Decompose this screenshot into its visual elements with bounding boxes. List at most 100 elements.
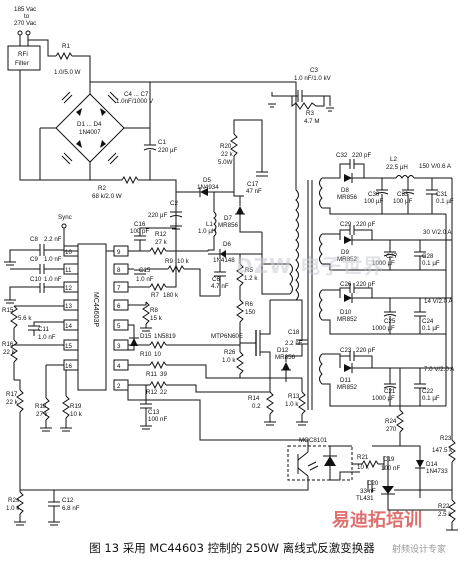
d11-ref: D11 [340, 377, 351, 384]
r3-value: 4.7 M [304, 118, 319, 125]
capacitor-c13: C13 100 nF [140, 403, 167, 423]
r5-value: 1.2 k [244, 275, 258, 282]
c31-ref: C31 [436, 191, 448, 198]
input-label-1: 185 Vac [14, 6, 36, 13]
pin-label: 15 [65, 343, 72, 350]
q1-label: MTP6N60E [211, 333, 243, 340]
d7-ref: D7 [224, 215, 232, 222]
d1-ref: D1 ... D4 [77, 121, 102, 128]
c10-ref: C10 [30, 276, 42, 283]
r5-ref: R5 [245, 267, 253, 274]
r2-value: 68 k/2.0 W [92, 193, 122, 200]
c8-ref: C8 [30, 236, 38, 243]
capacitor-c17: C17 47 nF [246, 171, 268, 195]
r21-ref: R21 [357, 454, 369, 461]
r2s-value: 1.0 k [6, 505, 20, 512]
r8-value: 15 k [150, 315, 163, 322]
pin-label: 8 [117, 267, 121, 274]
d1-value: 1N4007 [79, 129, 101, 136]
r10-ref: R10 [140, 351, 152, 358]
r19-ref: R19 [70, 403, 82, 410]
c21-value: 1000 µF [372, 395, 395, 402]
resistor-r6: R6 150 [236, 299, 256, 323]
watermark-edatop-sub: 射频设计专家 [392, 545, 447, 555]
pin-label: 11 [65, 267, 72, 274]
r20-value: 22 k [221, 151, 234, 158]
resistor-r26: R26 1.0 k [222, 349, 244, 375]
resistor-r20: R20 22 k 5.0W [218, 133, 238, 166]
c4-ref: C4 ... C7 [124, 91, 149, 98]
ic-mc44603: MC44603P 9 8 7 6 5 3 4 2 10 11 12 13 14 … [63, 243, 129, 391]
d14-ref: D14 [426, 461, 438, 468]
r6-value: 150 [245, 309, 256, 316]
r16-ref: R16 [2, 341, 14, 348]
pin-label: 7 [117, 285, 121, 292]
d15-ref: D15 [140, 333, 152, 340]
c9-value: 1.0 nF [44, 256, 62, 263]
pin-label: 14 [65, 323, 72, 330]
r1-ref: R1 [62, 43, 70, 50]
c10-value: 1.0 nF [44, 276, 62, 283]
r12-value: 27 k [155, 239, 168, 246]
c29-value: 220 pF [356, 221, 375, 228]
r23-ref: R23 [440, 435, 452, 442]
c15-ref: C15 [139, 267, 151, 274]
resistor-r14: R14 0.2 [248, 391, 274, 415]
c32-value: 220 pF [352, 152, 371, 159]
resistor-r12-top: R12 27 k [149, 231, 168, 256]
bridge-rectifier: D1 ... D4 1N4007 C4 ... C7 1.0nF/1000 V [40, 91, 154, 165]
c17-value: 47 nF [246, 188, 262, 195]
out3-label: 14 V/2.0 A [424, 298, 453, 305]
out1-label: 150 V/0.6 A [419, 163, 452, 170]
r13-value: 1.0 k [285, 401, 299, 408]
schematic: 185 Vac to 270 Vac RFI Filter R1 1.0/5.0… [2, 6, 458, 531]
resistor-r24: R24 270 [385, 409, 404, 433]
d8-value: MR856 [337, 194, 358, 201]
d9-ref: D9 [341, 249, 349, 256]
pin-label: 6 [117, 303, 121, 310]
capacitor-c1: C1 220 µF [143, 139, 178, 180]
c20-value: 33 nF [360, 488, 376, 495]
r19-value: 10 k [70, 411, 83, 418]
out2-label: 30 V/2.0 A [423, 229, 452, 236]
r11-ref: R11 [146, 371, 157, 378]
r15-value: 5.6 k [18, 315, 32, 322]
c19-ref: C19 [383, 456, 395, 463]
c3-value: 1.0 nF/1.0 kV [294, 75, 332, 82]
c28-value: 0.1 µF [422, 260, 440, 267]
d10-ref: D10 [340, 309, 352, 316]
r18-value: 27 k [36, 411, 49, 418]
d11-value: MR852 [337, 384, 358, 391]
rfi-filter: RFI Filter [7, 45, 41, 71]
r20-watt: 5.0W [218, 159, 233, 166]
resistor-r5: R5 1.2 k [236, 263, 258, 287]
figure-caption: 图 13 采用 MC44603 控制的 250W 离线式反激变换器 [89, 541, 375, 555]
d6-value: 1N4148 [213, 257, 235, 264]
c24-ref: C24 [422, 318, 434, 325]
resistor-r8: R8 15 k [142, 301, 163, 325]
resistor-r12-bottom: R12 22 [146, 380, 167, 396]
c30-ref: C30 [368, 191, 380, 198]
watermark-edatop: 易迪拓培训 [332, 510, 422, 531]
c31-value: 0.1 µF [436, 198, 454, 205]
c6-ref: C6 [212, 276, 220, 283]
rfi-label-1: RFI [18, 51, 28, 58]
resistor-r11: R11 39 [146, 360, 167, 378]
capacitor-c8: C8 2.2 nF [30, 236, 62, 256]
output-30v: C29 220 pF D9 MR852 30 V/2.0 A C27 1000 … [322, 221, 452, 271]
capacitor-c9: C9 1.0 nF [30, 256, 62, 274]
r16-value: 22 k [3, 349, 16, 356]
pin-label: 2 [117, 383, 121, 390]
resistor-r2: R2 68 k/2.0 W [92, 175, 139, 200]
r22-value: 2.5 k [438, 511, 452, 518]
r17-value: 22 k [6, 399, 19, 406]
r15-ref: R15 [2, 307, 14, 314]
c2-value: 220 µF [148, 212, 168, 219]
c12-value: 6.8 nF [62, 505, 80, 512]
r21-value: 10 k [357, 464, 370, 471]
watermark-dzw: DZW 电子世界 [236, 254, 385, 278]
c26-ref: C26 [340, 281, 352, 288]
c4-value: 1.0nF/1000 V [116, 98, 154, 105]
c2-ref: C2 [170, 200, 178, 207]
c27-value: 1000 µF [372, 260, 395, 267]
